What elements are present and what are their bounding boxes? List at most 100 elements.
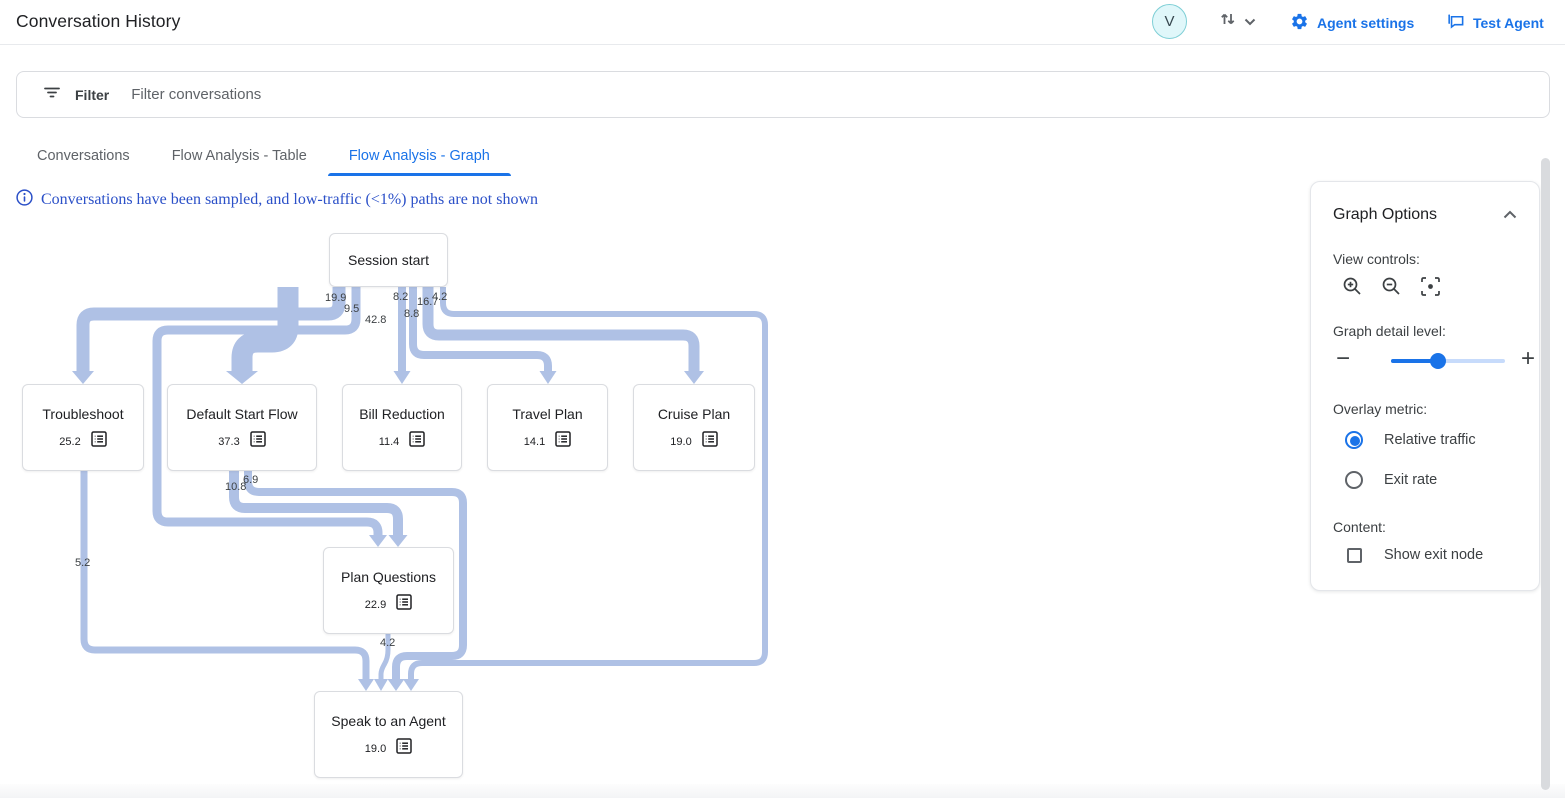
view-controls-label: View controls:	[1333, 251, 1420, 267]
avatar-letter: V	[1164, 13, 1175, 30]
slider-thumb[interactable]	[1430, 353, 1446, 369]
overlay-option-exit-rate[interactable]: Exit rate	[1345, 471, 1437, 489]
view-controls	[1341, 275, 1441, 297]
edge-value-label: 42.8	[365, 314, 387, 326]
sampling-notice-text: Conversations have been sampled, and low…	[41, 191, 539, 208]
filter-icon	[43, 83, 61, 106]
list-icon[interactable]	[396, 594, 412, 615]
list-icon[interactable]	[396, 738, 412, 759]
tab-flow-analysis-graph[interactable]: Flow Analysis - Graph	[327, 136, 511, 176]
checkbox-unchecked-icon[interactable]	[1347, 547, 1362, 563]
list-icon[interactable]	[409, 431, 426, 452]
edge-value-label: 5.2	[75, 557, 91, 569]
detail-decrease-button[interactable]: −	[1336, 345, 1351, 372]
edge-plan-questions-speak-agent	[378, 634, 391, 680]
slider-fill	[1391, 359, 1438, 363]
chevron-down-icon	[1244, 13, 1256, 31]
agent-settings-label: Agent settings	[1317, 15, 1415, 31]
edge-value-label: 9.5	[344, 303, 360, 315]
edge-dsf-plan-questions	[229, 471, 403, 536]
node-plan-questions[interactable]: Plan Questions 22.9	[323, 547, 454, 634]
checkbox-label: Show exit node	[1384, 547, 1484, 563]
node-cruise-plan[interactable]: Cruise Plan 19.0	[633, 384, 755, 471]
chevron-up-icon	[1503, 206, 1517, 223]
tab-bar: Conversations Flow Analysis - Table Flow…	[16, 136, 511, 176]
node-title: Session start	[348, 252, 429, 268]
test-agent-label: Test Agent	[1473, 15, 1544, 31]
zoom-out-button[interactable]	[1380, 275, 1402, 297]
edge-session-default-start-flow	[231, 287, 299, 372]
graph-detail-slider-row: − +	[1333, 346, 1535, 372]
node-traffic-value: 25.2	[59, 435, 81, 448]
node-title: Speak to an Agent	[331, 713, 446, 729]
graph-options-panel: Graph Options View controls:	[1310, 181, 1540, 591]
page-title: Conversation History	[16, 11, 181, 31]
collapse-panel-button[interactable]	[1503, 206, 1517, 224]
tab-flow-analysis-table[interactable]: Flow Analysis - Table	[171, 148, 307, 164]
edge-value-label: 4.2	[380, 637, 396, 649]
node-title: Plan Questions	[341, 569, 436, 585]
edge-value-label: 19.9	[325, 292, 347, 304]
top-bar: Conversation History V Agent settings	[0, 0, 1565, 45]
detail-increase-button[interactable]: +	[1521, 345, 1536, 372]
radio-selected-icon[interactable]	[1345, 431, 1363, 449]
graph-detail-slider[interactable]	[1391, 353, 1505, 369]
show-exit-node-option[interactable]: Show exit node	[1347, 547, 1483, 563]
vertical-scrollbar[interactable]	[1541, 158, 1550, 790]
bottom-edge	[0, 784, 1565, 798]
zoom-in-button[interactable]	[1341, 275, 1363, 297]
node-title: Default Start Flow	[186, 406, 298, 422]
overlay-option-relative-traffic[interactable]: Relative traffic	[1345, 431, 1476, 449]
edge-value-label: 6.9	[243, 474, 259, 486]
edge-value-label: 16.7	[417, 296, 439, 308]
test-agent-button[interactable]: Test Agent	[1446, 12, 1544, 34]
radio-unselected-icon[interactable]	[1345, 471, 1363, 489]
graph-options-title: Graph Options	[1333, 206, 1438, 223]
filter-conversations-input[interactable]	[131, 86, 1032, 103]
node-bill-reduction[interactable]: Bill Reduction 11.4	[342, 384, 462, 471]
gear-icon	[1290, 12, 1309, 34]
list-icon[interactable]	[555, 431, 571, 452]
node-title: Travel Plan	[512, 406, 583, 422]
node-title: Bill Reduction	[359, 406, 445, 422]
sort-control[interactable]	[1218, 9, 1256, 34]
list-icon[interactable]	[701, 431, 718, 452]
node-troubleshoot[interactable]: Troubleshoot 25.2	[22, 384, 144, 471]
radio-label: Exit rate	[1384, 472, 1438, 488]
filter-label: Filter	[75, 86, 110, 103]
node-traffic-value: 11.4	[378, 435, 400, 448]
node-default-start-flow[interactable]: Default Start Flow 37.3	[167, 384, 317, 471]
edge-value-label: 10.8	[225, 481, 247, 493]
node-title: Cruise Plan	[657, 406, 731, 422]
edge-session-speak-agent	[408, 287, 768, 680]
content-label: Content:	[1333, 519, 1386, 535]
tab-conversations[interactable]: Conversations	[37, 148, 130, 164]
list-icon[interactable]	[90, 431, 107, 452]
center-graph-button[interactable]	[1419, 275, 1441, 297]
avatar[interactable]: V	[1152, 4, 1187, 39]
list-icon[interactable]	[249, 431, 266, 452]
agent-settings-button[interactable]: Agent settings	[1290, 12, 1414, 34]
edge-session-troubleshoot	[76, 287, 346, 372]
node-travel-plan[interactable]: Travel Plan 14.1	[487, 384, 608, 471]
node-traffic-value: 37.3	[218, 435, 240, 448]
node-traffic-value: 14.1	[523, 435, 546, 448]
sort-arrows-icon	[1218, 9, 1238, 34]
chat-icon	[1446, 12, 1465, 34]
overlay-metric-label: Overlay metric:	[1333, 401, 1428, 417]
radio-label: Relative traffic	[1384, 432, 1476, 448]
node-traffic-value: 19.0	[364, 742, 387, 755]
node-traffic-value: 19.0	[670, 435, 692, 448]
node-traffic-value: 22.9	[364, 598, 387, 611]
graph-detail-label: Graph detail level:	[1333, 323, 1446, 339]
edge-value-label: 8.2	[393, 291, 409, 303]
node-speak-to-an-agent[interactable]: Speak to an Agent 19.0	[314, 691, 463, 778]
node-title: Troubleshoot	[42, 406, 124, 422]
node-session-start[interactable]: Session start	[329, 233, 448, 287]
info-icon	[16, 189, 33, 211]
filter-bar[interactable]: Filter	[16, 71, 1550, 118]
edge-value-label: 4.2	[432, 291, 448, 303]
edge-session-travel-plan	[409, 287, 552, 372]
sampling-notice: Conversations have been sampled, and low…	[16, 189, 538, 211]
